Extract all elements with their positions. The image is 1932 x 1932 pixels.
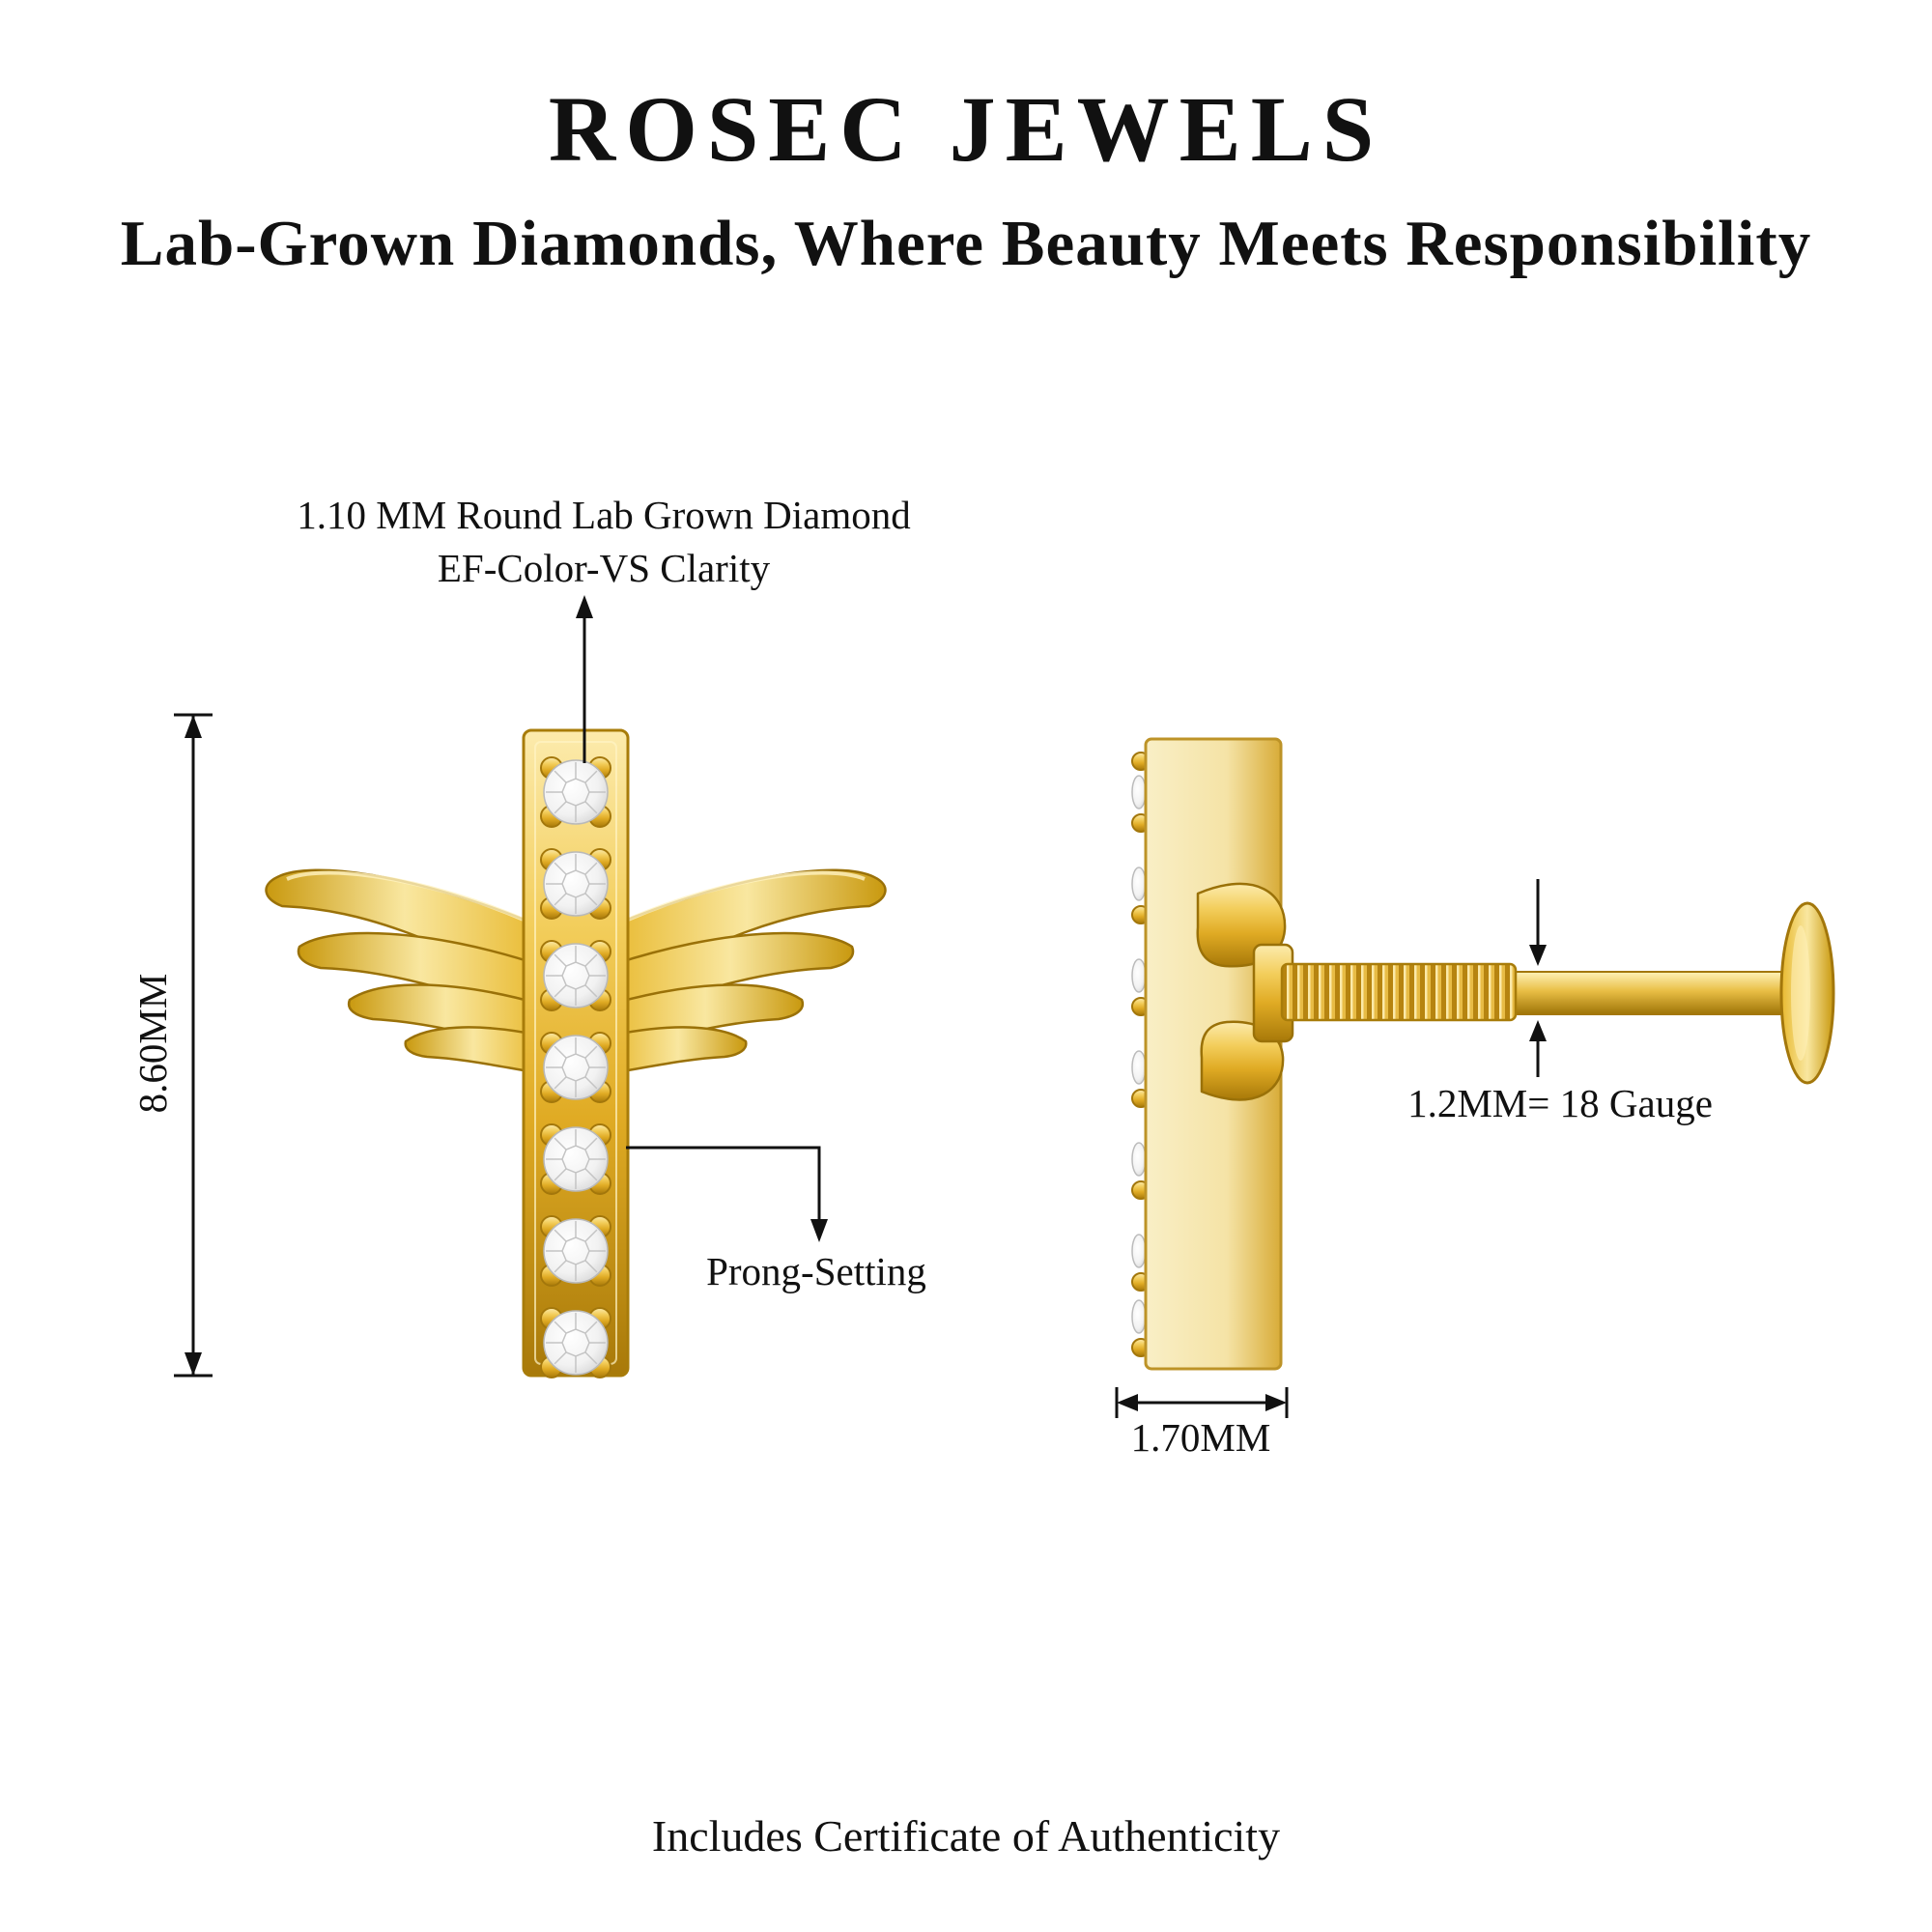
prong-setting-label: Prong-Setting — [706, 1249, 926, 1293]
diamond-gem — [540, 1215, 611, 1287]
diamond-spec-label: 1.10 MM Round Lab Grown Diamond EF-Color… — [217, 489, 990, 596]
width-dimension-label: 1.70MM — [1130, 1415, 1271, 1460]
diamond-spec-line1: 1.10 MM Round Lab Grown Diamond — [297, 493, 911, 537]
diamond-callout-arrow — [576, 595, 593, 763]
height-dimension-label: 8.60MM — [130, 973, 175, 1114]
dimension-lines — [174, 595, 1547, 1418]
side-view — [1131, 737, 1835, 1371]
flat-back-disc — [1779, 901, 1835, 1085]
smooth-post — [1511, 971, 1791, 1015]
prong-callout-arrow — [626, 1146, 828, 1242]
gauge-arrows — [1529, 879, 1547, 1077]
diamond-gem — [540, 1307, 611, 1378]
front-view — [264, 728, 888, 1378]
diamond-gem — [540, 756, 611, 828]
brand-title: ROSEC JEWELS — [548, 77, 1384, 181]
diamond-gem — [540, 1123, 611, 1195]
right-wing — [607, 867, 888, 1072]
brand-tagline: Lab-Grown Diamonds, Where Beauty Meets R… — [120, 208, 1812, 279]
height-dimension — [174, 713, 213, 1378]
diamond-gem — [540, 848, 611, 920]
width-dimension — [1115, 1387, 1289, 1418]
diamond-gem — [540, 940, 611, 1011]
certificate-note: Includes Certificate of Authenticity — [651, 1811, 1281, 1861]
gauge-label: 1.2MM= 18 Gauge — [1407, 1081, 1713, 1125]
diamond-spec-line2: EF-Color-VS Clarity — [437, 546, 771, 591]
left-wing — [264, 867, 545, 1072]
threaded-post — [1280, 962, 1518, 1022]
diamond-gem — [540, 1032, 611, 1103]
